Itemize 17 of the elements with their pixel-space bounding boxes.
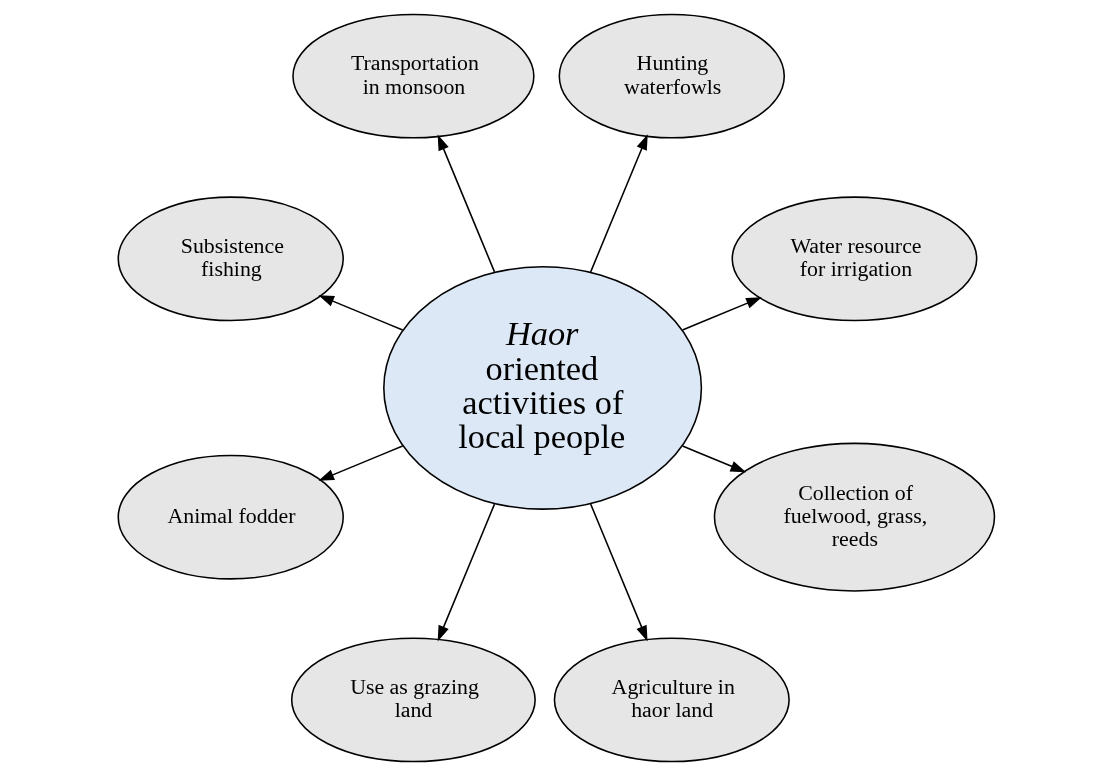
node-ellipse: Transportation in monsoon (291, 13, 535, 139)
arrow (317, 295, 403, 331)
arrow (681, 297, 762, 331)
node-ellipse: Use as grazing land (290, 637, 536, 763)
arrow (317, 445, 403, 481)
node-ellipse: Agriculture in haor land (553, 637, 790, 763)
arrow (589, 503, 648, 642)
arrow (437, 134, 495, 273)
node-ellipse: Water resource for irrigation (730, 196, 977, 322)
arrow (589, 134, 648, 273)
node-ellipse: Hunting waterfowls (558, 13, 785, 139)
node-ellipse: Collection of fuelwood, grass, reeds (713, 442, 995, 592)
node-ellipse: Subsistence fishing (116, 196, 344, 322)
node-ellipse: Animal fodder (116, 454, 344, 580)
node-ellipse: Haor oriented activities of local people (382, 266, 702, 510)
arrow (681, 445, 746, 473)
arrow (437, 503, 495, 642)
